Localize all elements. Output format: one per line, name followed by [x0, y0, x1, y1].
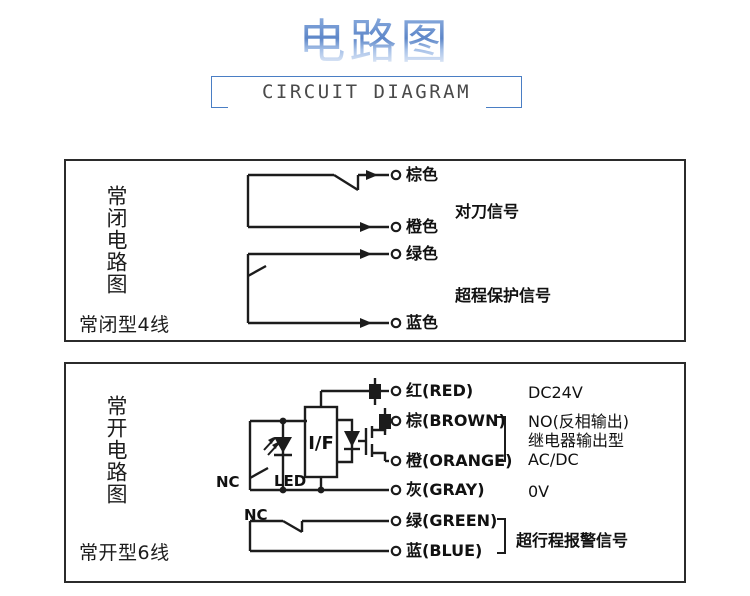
note-overtravel-alarm-signal: 超行程报警信号 — [516, 531, 629, 550]
note-dc24v: DC24V — [528, 383, 583, 402]
note-0v: 0V — [528, 482, 550, 501]
panel-normally-closed — [64, 159, 686, 342]
wire-label-green-6w: 绿(GREEN) — [406, 511, 498, 530]
svg-text:I/F: I/F — [308, 433, 334, 454]
label-nc-top: NC — [216, 473, 240, 491]
signal-label-tool-setting: 对刀信号 — [455, 202, 520, 221]
wire-label-green: 绿色 — [406, 244, 439, 263]
note-relay-output-type: 继电器输出型 — [528, 431, 625, 450]
panel-nc-caption: 常闭型4线 — [79, 314, 170, 336]
panel-no-vertical-title: 常开电路图 — [104, 395, 128, 505]
wire-label-red: 红(RED) — [406, 381, 474, 400]
note-no-inverted-output: NO(反相输出) — [528, 412, 630, 431]
wire-label-gray: 灰(GRAY) — [406, 480, 485, 499]
wire-label-orange-6w: 橙(ORANGE) — [406, 451, 513, 470]
subtitle-box-gap — [228, 104, 486, 112]
wire-label-brown-6w: 棕(BROWN) — [406, 411, 506, 430]
label-led: LED — [274, 472, 307, 490]
note-ac-dc: AC/DC — [528, 450, 579, 469]
page-title: 电路图 — [0, 14, 750, 72]
wire-label-orange: 橙色 — [406, 217, 439, 236]
wire-label-brown: 棕色 — [406, 165, 439, 184]
panel-no-caption: 常开型6线 — [79, 542, 170, 564]
wire-label-blue: 蓝色 — [406, 313, 439, 332]
panel-nc-vertical-title: 常闭电路图 — [104, 185, 128, 295]
signal-label-overtravel-protect: 超程保护信号 — [455, 286, 552, 305]
label-nc-bottom: NC — [244, 506, 268, 524]
wire-label-blue-6w: 蓝(BLUE) — [406, 541, 483, 560]
subtitle-text: CIRCUIT DIAGRAM — [261, 81, 472, 103]
